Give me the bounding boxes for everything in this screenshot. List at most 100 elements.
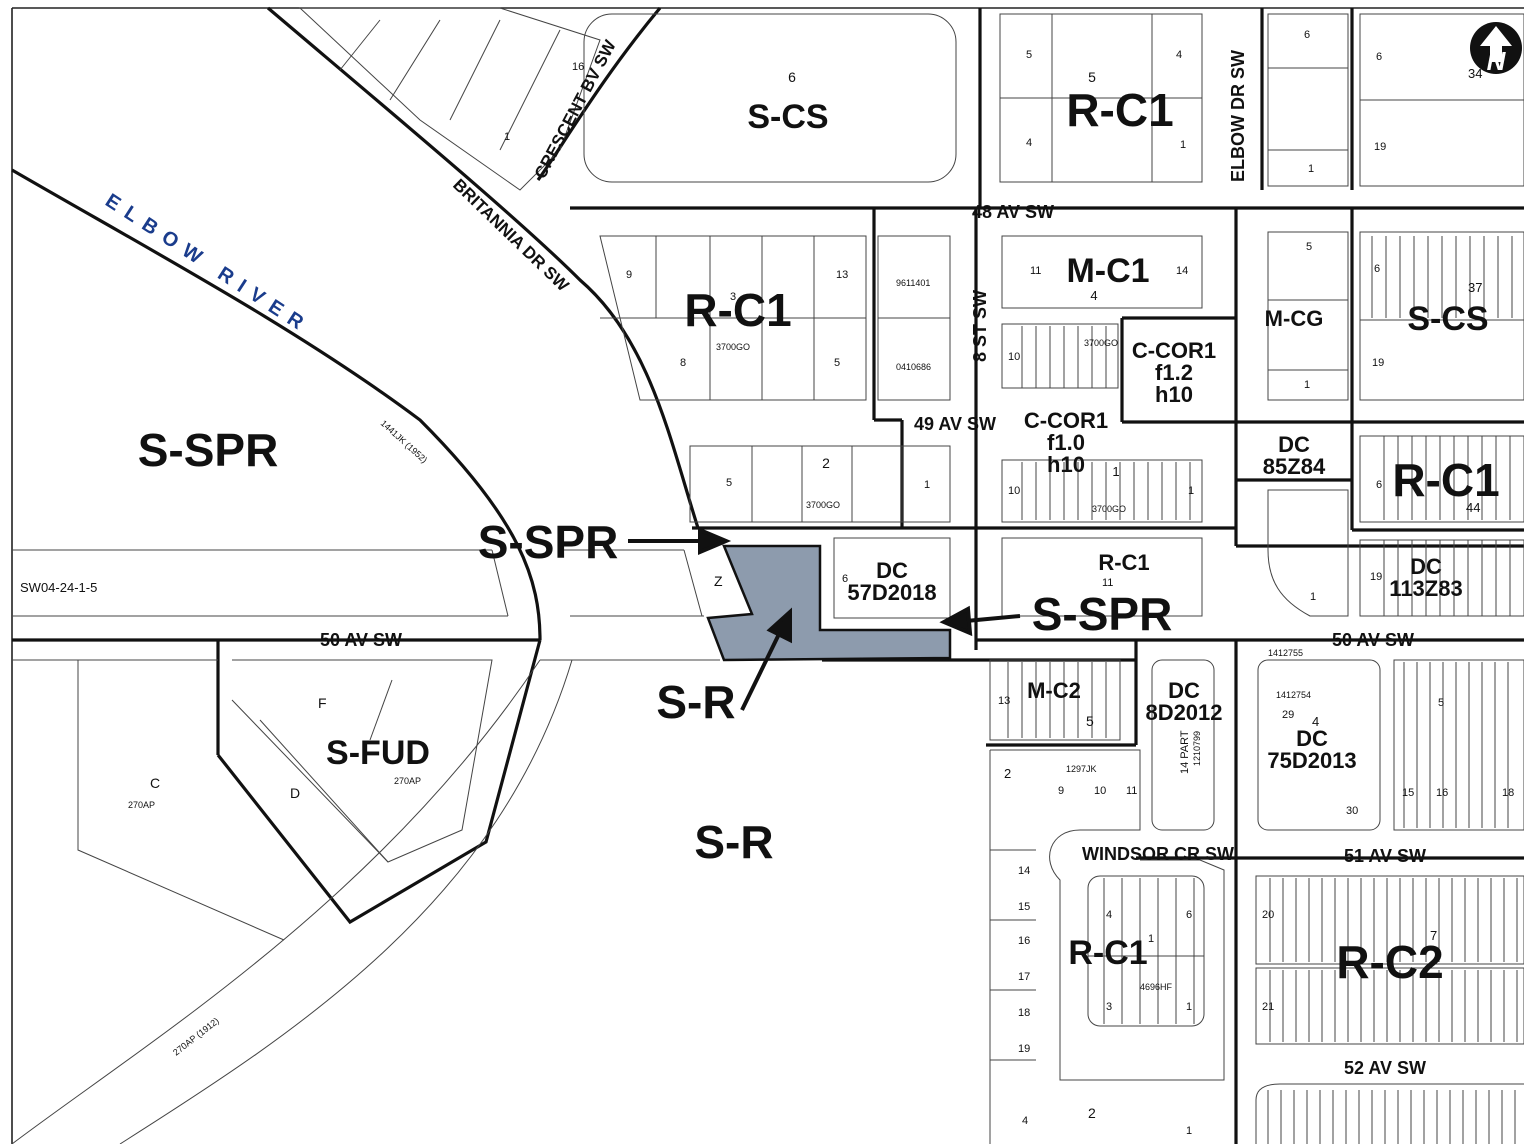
lot-number: 4 bbox=[1022, 1115, 1028, 1127]
plan-number: 3700GO bbox=[1084, 338, 1118, 348]
lot-number: 6 bbox=[1304, 29, 1310, 41]
plan-number: 3700GO bbox=[716, 342, 750, 352]
plan-number: 3700GO bbox=[1092, 504, 1126, 514]
lot-number: 34 bbox=[1468, 66, 1482, 81]
lot-number: 4 bbox=[1312, 714, 1319, 729]
lot-number: 1 bbox=[1180, 139, 1186, 151]
lot-number: 16 bbox=[572, 61, 584, 73]
lot-number: 2 bbox=[822, 455, 830, 471]
zone-s-spr-arrow-right: S-SPR bbox=[1032, 588, 1173, 640]
street-elbow-dr: ELBOW DR SW bbox=[1228, 50, 1248, 182]
lot-number: 1 bbox=[504, 131, 510, 143]
zone-c-cor1-a-height: h10 bbox=[1155, 382, 1193, 407]
lot-number: 5 bbox=[1086, 713, 1094, 729]
lot-number: 9 bbox=[626, 269, 632, 281]
lot-number: 8 bbox=[680, 357, 686, 369]
lot-number: 14 bbox=[1018, 865, 1030, 877]
zone-r-c1-small: R-C1 bbox=[1098, 550, 1149, 575]
plan-number: 270AP bbox=[394, 776, 421, 786]
lot-number: 18 bbox=[1502, 787, 1514, 799]
zone-c-cor1-a: C-COR1 bbox=[1132, 338, 1216, 363]
lot-number: 1 bbox=[1310, 591, 1316, 603]
zone-r-c1-mid: R-C1 bbox=[684, 284, 791, 336]
lot-number: 3 bbox=[730, 291, 736, 303]
lot-number: 5 bbox=[726, 477, 732, 489]
zone-c-cor1-b-far: f1.0 bbox=[1047, 430, 1085, 455]
subject-site bbox=[706, 544, 952, 662]
zone-dc-8-code: DC bbox=[1168, 678, 1200, 703]
street-49-av: 49 AV SW bbox=[914, 414, 996, 434]
lot-number: 1 bbox=[1148, 933, 1154, 945]
lot-number: 6 bbox=[1374, 263, 1380, 275]
lot-number: 1 bbox=[1308, 163, 1314, 175]
lot-number: 5 bbox=[834, 357, 840, 369]
plan-number: 0410686 bbox=[896, 362, 931, 372]
zone-r-c1-bottom: R-C1 bbox=[1068, 934, 1147, 972]
lot-number: 13 bbox=[998, 695, 1010, 707]
lot-number: 1 bbox=[1186, 1001, 1192, 1013]
lot-number: 4 bbox=[1090, 288, 1097, 303]
site-arrows bbox=[628, 526, 1021, 711]
street-50-av-left: 50 AV SW bbox=[320, 630, 402, 650]
lot-number: 44 bbox=[1466, 500, 1480, 515]
zone-dc-57-number: 57D2018 bbox=[847, 580, 936, 605]
lot-number: 30 bbox=[1346, 805, 1358, 817]
lot-number: 6 bbox=[842, 573, 848, 585]
plan-number: 3700GO bbox=[806, 500, 840, 510]
plan-number: 1297JK bbox=[1066, 764, 1097, 774]
lot-number: 2 bbox=[1088, 1105, 1096, 1121]
plan-number: 4696HF bbox=[1140, 982, 1173, 992]
street-50-av-right: 50 AV SW bbox=[1332, 630, 1414, 650]
zone-s-cs-right: S-CS bbox=[1407, 300, 1488, 338]
zone-m-cg: M-CG bbox=[1265, 306, 1324, 331]
lot-number: 6 bbox=[1186, 909, 1192, 921]
zone-dc-113-code: DC bbox=[1410, 554, 1442, 579]
street-52-av: 52 AV SW bbox=[1344, 1058, 1426, 1078]
zone-s-spr-left: S-SPR bbox=[138, 424, 279, 476]
lot-lines bbox=[11, 7, 1524, 1144]
zone-dc-57-code: DC bbox=[876, 558, 908, 583]
lot-number: 5 bbox=[1026, 49, 1032, 61]
lot-number: 10 bbox=[1008, 485, 1020, 497]
lot-number: 15 bbox=[1402, 787, 1414, 799]
lot-number: 13 bbox=[836, 269, 848, 281]
zone-c-cor1-b: C-COR1 bbox=[1024, 408, 1108, 433]
street-windsor: WINDSOR CR SW bbox=[1082, 844, 1234, 864]
lot-number: 16 bbox=[1436, 787, 1448, 799]
lot-number: 6 bbox=[788, 69, 796, 85]
lot-number: 1 bbox=[1304, 379, 1310, 391]
map-frame bbox=[11, 7, 1524, 1144]
lot-number: 19 bbox=[1018, 1043, 1030, 1055]
plan-number: 9611401 bbox=[896, 278, 930, 288]
lot-number: 5 bbox=[1438, 697, 1444, 709]
lot-number: D bbox=[290, 785, 300, 801]
zone-s-r-arrow: S-R bbox=[656, 676, 735, 728]
lot-number: 11 bbox=[1102, 577, 1113, 589]
zone-c-cor1-a-far: f1.2 bbox=[1155, 360, 1193, 385]
zone-dc-75-code: DC bbox=[1296, 726, 1328, 751]
lot-number: 19 bbox=[1374, 141, 1386, 153]
lot-number: 16 bbox=[1018, 935, 1030, 947]
lot-number: 10 bbox=[1008, 351, 1020, 363]
lot-number: 1 bbox=[924, 479, 930, 491]
plan-number: 1210799 bbox=[1192, 731, 1202, 766]
legal-description: SW04-24-1-5 bbox=[20, 580, 97, 595]
zone-r-c2: R-C2 bbox=[1336, 936, 1443, 988]
zone-dc-8-number: 8D2012 bbox=[1145, 700, 1222, 725]
lot-number: 3 bbox=[1106, 1001, 1112, 1013]
zone-s-r-main: S-R bbox=[694, 816, 773, 868]
zone-r-c1-top: R-C1 bbox=[1066, 84, 1173, 136]
lot-number: 19 bbox=[1372, 357, 1384, 369]
lot-numbers: 16 1 6 5 5 4 4 1 6 6 34 19 1 9 13 3 8 5 … bbox=[150, 29, 1514, 1137]
lot-number: 4 bbox=[1026, 137, 1032, 149]
lot-subdivisions bbox=[1007, 236, 1518, 1144]
zone-s-cs-top: S-CS bbox=[747, 98, 828, 136]
lot-number: 19 bbox=[1370, 571, 1382, 583]
lot-number: 11 bbox=[1126, 785, 1137, 797]
lot-number: 9 bbox=[1058, 785, 1064, 797]
zone-s-fud: S-FUD bbox=[326, 734, 430, 772]
lot-number: 14 PART bbox=[1179, 730, 1191, 774]
zone-dc-85-number: 85Z84 bbox=[1263, 454, 1326, 479]
zone-r-c1-right: R-C1 bbox=[1392, 454, 1499, 506]
